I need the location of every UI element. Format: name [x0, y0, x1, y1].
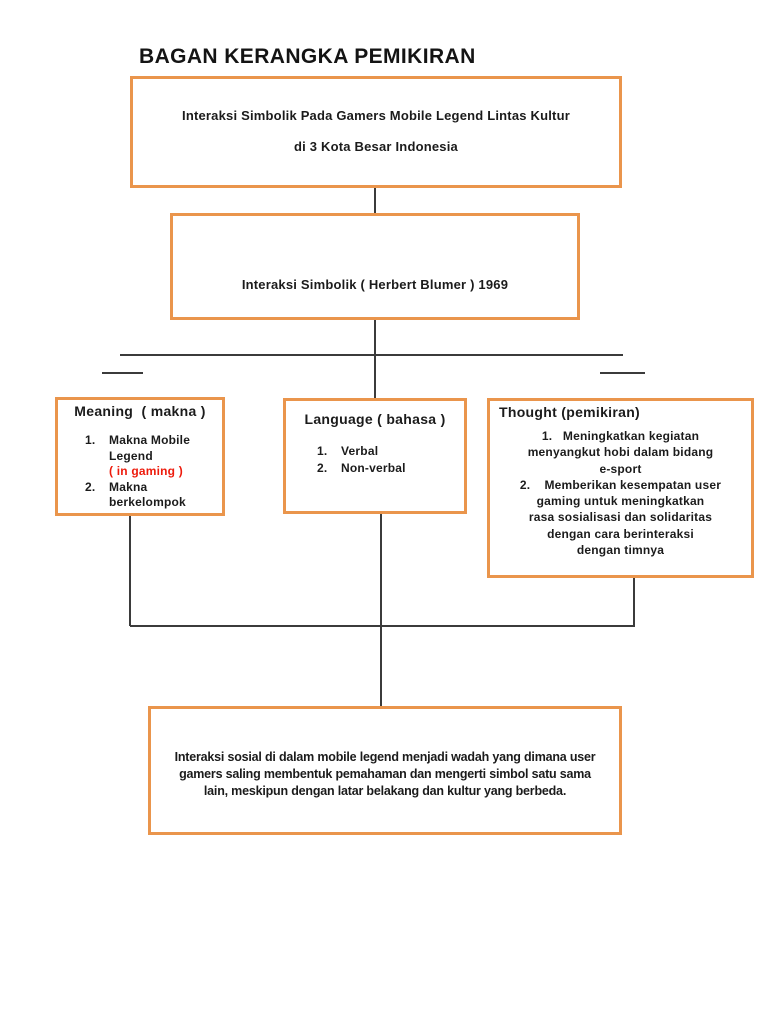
list-item: Legend — [85, 449, 190, 465]
branch-line — [120, 354, 623, 356]
connector-meaning-to-merge — [129, 516, 131, 626]
connector-theory-to-branch — [374, 320, 376, 398]
language-box: Language ( bahasa ) 1. Verbal 2. Non-ver… — [283, 398, 467, 514]
list-item-text: Verbal — [341, 444, 379, 458]
conclusion-text: Interaksi sosial di dalam mobile legend … — [151, 749, 619, 800]
theory-box-text: Interaksi Simbolik ( Herbert Blumer ) 19… — [241, 277, 509, 292]
list-item-text: Legend — [109, 448, 153, 463]
list-item-number — [85, 464, 109, 480]
list-item-number: 1. — [85, 433, 96, 447]
list-item-text: gaming untuk meningkatkan — [536, 494, 705, 509]
list-item: berkelompok — [85, 495, 190, 511]
meaning-box: Meaning ( makna ) 1. Makna Mobile Legend… — [55, 397, 225, 516]
list-item: 1. Verbal — [317, 443, 406, 460]
language-box-title: Language ( bahasa ) — [304, 411, 446, 427]
list-item-number — [85, 495, 109, 511]
list-item-text: Makna Mobile — [109, 433, 191, 447]
list-item-text: berkelompok — [109, 495, 186, 509]
list-item-text: 2. Memberikan kesempatan user — [519, 477, 722, 492]
thought-box-title: Thought (pemikiran) — [499, 404, 641, 420]
list-item: 2. Non-verbal — [317, 460, 406, 477]
list-item-text: Non-verbal — [341, 461, 406, 475]
list-item-text: 1. Meningkatkan kegiatan — [541, 429, 700, 443]
list-item-text: Makna — [109, 479, 148, 494]
list-item: ( in gaming ) — [85, 464, 190, 480]
list-item-text: rasa sosialisasi dan solidaritas — [528, 510, 713, 525]
list-item-number: 2. — [85, 479, 96, 494]
stub-line-left — [102, 372, 143, 374]
connector-thought-to-merge — [633, 578, 635, 626]
thought-box-list: 1. Meningkatkan kegiatan menyangkut hobi… — [490, 428, 751, 558]
meaning-box-title: Meaning ( makna ) — [74, 403, 206, 419]
conclusion-line1: Interaksi sosial di dalam mobile legend … — [174, 750, 596, 764]
page-title: BAGAN KERANGKA PEMIKIRAN — [139, 45, 476, 68]
theory-box: Interaksi Simbolik ( Herbert Blumer ) 19… — [170, 213, 580, 320]
conclusion-line2: gamers saling membentuk pemahaman dan me… — [179, 767, 591, 781]
language-box-list: 1. Verbal 2. Non-verbal — [317, 443, 406, 477]
list-item-text: menyangkut hobi dalam bidang — [527, 445, 714, 460]
top-box-line1: Interaksi Simbolik Pada Gamers Mobile Le… — [182, 108, 570, 123]
merge-line — [130, 625, 635, 627]
conclusion-line3: lain, meskipun dengan latar belakang dan… — [203, 784, 567, 798]
conclusion-box: Interaksi sosial di dalam mobile legend … — [148, 706, 622, 835]
list-item-number: 1. — [317, 444, 328, 458]
list-item-number — [85, 449, 109, 465]
thought-box: Thought (pemikiran) 1. Meningkatkan kegi… — [487, 398, 754, 578]
stub-line-right — [600, 372, 645, 374]
top-box: Interaksi Simbolik Pada Gamers Mobile Le… — [130, 76, 622, 188]
connector-language-to-conclusion — [380, 514, 382, 706]
list-item-text-red: ( in gaming ) — [109, 464, 183, 478]
list-item-text: dengan cara berinteraksi — [547, 526, 694, 541]
meaning-box-list: 1. Makna Mobile Legend ( in gaming ) 2. … — [85, 433, 190, 511]
list-item-text: dengan timnya — [576, 543, 665, 558]
list-item: 1. Makna Mobile — [85, 433, 190, 449]
connector-top-to-theory — [374, 188, 376, 213]
top-box-line2: di 3 Kota Besar Indonesia — [294, 139, 458, 154]
list-item-number: 2. — [317, 461, 328, 475]
list-item-text: e-sport — [599, 461, 642, 476]
list-item: 2. Makna — [85, 480, 190, 496]
